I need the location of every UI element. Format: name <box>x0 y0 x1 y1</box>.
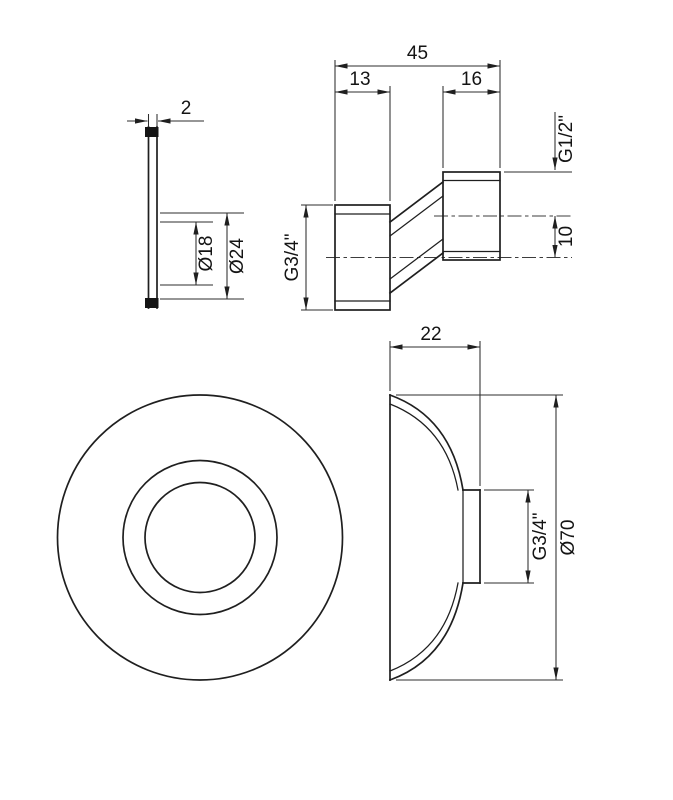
gasket-side-view: 2 Ø18 Ø24 <box>127 98 248 309</box>
escutcheon-side-view: 22 G3/4" Ø70 <box>388 324 579 682</box>
escutcheon-dome-inner-top <box>389 403 459 491</box>
union-side-view: 45 13 16 G3/4" G1/2" 10 <box>282 43 577 311</box>
union-nut-body <box>334 204 391 311</box>
escutcheon-dome-bottom <box>388 582 464 682</box>
union-thread-body <box>442 171 501 261</box>
escutcheon-outer-circle <box>56 394 344 681</box>
escutcheon-middle-circle <box>122 459 278 616</box>
dim-escutcheon-outer-diameter: Ø70 <box>558 520 579 556</box>
label-inlet-thread: G3/4" <box>282 234 303 282</box>
escutcheon-front-view <box>56 394 344 681</box>
dim-union-overall-depth: 45 <box>407 43 428 64</box>
escutcheon-dome-inner-bottom <box>389 582 459 672</box>
dim-gasket-thickness: 2 <box>181 98 192 119</box>
escutcheon-inner-circle <box>144 481 256 594</box>
offset-tube-bore <box>389 195 444 237</box>
dim-escutcheon-depth: 22 <box>420 324 441 345</box>
gasket-section-fill-bottom <box>145 298 159 308</box>
dim-union-thread-length: 16 <box>461 69 482 90</box>
escutcheon-dome-top <box>388 393 464 491</box>
dim-gasket-inner-diameter: Ø18 <box>196 236 217 272</box>
offset-tube-bore <box>389 238 444 280</box>
dim-union-nut-width: 13 <box>349 69 370 90</box>
offset-tube-edge <box>388 251 445 295</box>
gasket-section-fill-top <box>145 127 159 137</box>
label-escutcheon-thread: G3/4" <box>530 513 551 561</box>
dim-union-axis-offset: 10 <box>556 226 577 247</box>
dim-gasket-outer-diameter: Ø24 <box>227 238 248 274</box>
label-outlet-thread: G1/2" <box>556 115 577 163</box>
offset-tube-edge <box>388 180 445 224</box>
